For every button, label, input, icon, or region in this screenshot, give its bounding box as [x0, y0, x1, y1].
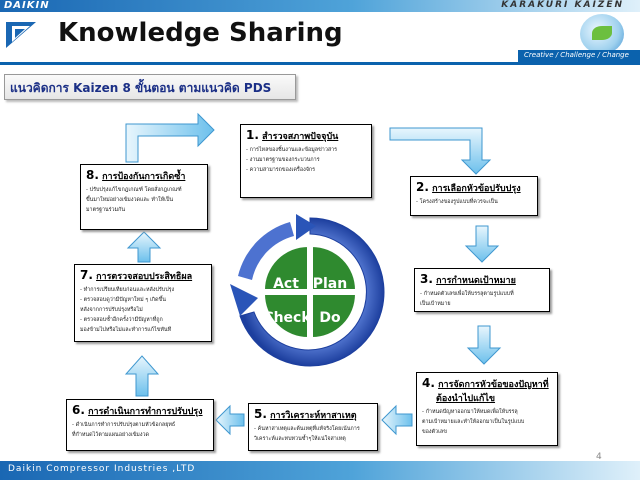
step-2-box: 2. การเลือกหัวข้อปรับปรุง - โครงสร้างของ…	[410, 176, 538, 216]
step-6-line-1: - ดำเนินการทำการปรับปรุงตามหัวข้อกลยุทธ์	[72, 422, 176, 428]
step-7-number: 7.	[80, 268, 93, 282]
step-5-number: 5.	[254, 407, 267, 421]
arrow-6-to-7	[124, 355, 160, 397]
pdca-do: Do	[319, 310, 341, 326]
pdca-plan: Plan	[313, 276, 347, 292]
step-5-title: การวิเคราะห์หาสาเหตุ	[270, 411, 357, 421]
arrow-1-to-2	[389, 127, 492, 175]
step-2-title: การเลือกหัวข้อปรับปรุง	[432, 184, 521, 194]
pdca-check: Check	[263, 310, 311, 326]
step-4-line-2: ตามเป้าหมายและทำให้ออกมาเป็นในรูปแบบ	[422, 419, 525, 425]
step-7-line-4: - ตรวจสอบซ้ำอีกครั้งว่ามีปัญหาที่ถูก	[80, 317, 163, 323]
step-3-line-2: เป็นเป้าหมาย	[420, 301, 451, 307]
karakuri-kaizen-label: KARAKURI KAIZEN	[501, 0, 624, 10]
step-7-line-5: มองข้ามไปหรือไม่และทำการแก้ไขทันที	[80, 327, 172, 333]
step-4-line-3: ของตัวเลข	[422, 429, 447, 435]
step-7-heading: 7. การตรวจสอบประสิทธิผล	[80, 268, 206, 283]
step-4-line-1: - กำหนดปัญหาออกมาให้หมดเพื่อให้บรรลุ	[422, 409, 518, 415]
step-1-number: 1.	[246, 128, 259, 142]
step-8-line-2: ขึ้นมาใหม่อย่างเข้มงวดและ ทำให้เป็น	[86, 197, 174, 203]
brand-name: DAIKIN	[4, 0, 50, 11]
step-7-line-3: หลังจากการปรับปรุงหรือไม่	[80, 307, 143, 313]
step-2-number: 2.	[416, 180, 429, 194]
step-7-line-1: - ทำการเปรียบเทียบก่อนและหลังปรับปรุง	[80, 287, 175, 293]
top-banner	[0, 0, 640, 12]
step-5-line-2: วิเคราะห์และทบทวนซ้ำๆให้แน่ใจสาเหตุ	[254, 436, 346, 442]
arrow-2-to-3	[464, 225, 500, 263]
step-5-line-1: - ค้นหาสาเหตุและต้นเหตุที่แท้จริงโดยเน้น…	[254, 426, 360, 432]
step-4-title-line-2: ต้องนำไปแก้ไข	[436, 394, 496, 404]
header-divider	[0, 62, 640, 65]
step-7-title: การตรวจสอบประสิทธิผล	[96, 272, 193, 282]
step-6-number: 6.	[72, 403, 85, 417]
subtitle: แนวคิดการ Kaizen 8 ขั้นตอน ตามแนวคิด PDS	[10, 81, 272, 95]
step-4-number: 4.	[422, 376, 435, 390]
step-5-box: 5. การวิเคราะห์หาสาเหตุ - ค้นหาสาเหตุและ…	[248, 403, 378, 451]
step-3-box: 3. การกำหนดเป้าหมาย - กำหนดตัวเลขเพื่อให…	[414, 268, 550, 312]
step-4-heading: 4. การจัดการหัวข้อของปัญหาที่	[422, 376, 552, 391]
step-8-number: 8.	[86, 168, 99, 182]
arrow-7-to-8	[126, 231, 162, 263]
footer-bar	[0, 461, 640, 480]
slogan-text: Creative / Challenge / Change	[524, 51, 629, 59]
step-7-box: 7. การตรวจสอบประสิทธิผล - ทำการเปรียบเที…	[74, 264, 212, 342]
step-6-title: การดำเนินการทำการปรับปรุง	[88, 407, 203, 417]
step-8-heading: 8. การป้องกันการเกิดซ้ำ	[86, 168, 202, 183]
step-1-line-1: - การไหลของชิ้นงานและข้อมูลข่าวสาร	[246, 147, 338, 153]
leaf-icon	[592, 26, 612, 40]
page-number: 4	[596, 452, 602, 462]
step-1-title: สำรวจสภาพปัจจุบัน	[262, 132, 339, 142]
step-5-heading: 5. การวิเคราะห์หาสาเหตุ	[254, 407, 372, 422]
step-1-line-2: - งานมาตรฐานของกระบวนการ	[246, 157, 320, 163]
step-2-heading: 2. การเลือกหัวข้อปรับปรุง	[416, 180, 532, 195]
step-6-line-2: ที่กำหนดไว้ตามแผนอย่างเข้มงวด	[72, 432, 150, 438]
step-4-box: 4. การจัดการหัวข้อของปัญหาที่ ต้องนำไปแก…	[416, 372, 558, 446]
pdca-ring	[230, 214, 385, 367]
footer-company: Daikin Compressor Industries ,LTD	[8, 464, 196, 474]
slogan-bar	[518, 50, 640, 62]
arrow-3-to-4	[466, 325, 502, 365]
step-3-heading: 3. การกำหนดเป้าหมาย	[420, 272, 544, 287]
step-3-line-1: - กำหนดตัวเลขเพื่อให้บรรลุตามรูปแบบที่	[420, 291, 514, 297]
step-1-heading: 1. สำรวจสภาพปัจจุบัน	[246, 128, 366, 143]
step-3-title: การกำหนดเป้าหมาย	[436, 276, 516, 286]
step-1-box: 1. สำรวจสภาพปัจจุบัน - การไหลของชิ้นงานแ…	[240, 124, 372, 198]
daikin-logo-icon	[6, 22, 36, 48]
step-6-box: 6. การดำเนินการทำการปรับปรุง - ดำเนินการ…	[66, 399, 214, 451]
subtitle-box	[4, 74, 296, 100]
step-8-box: 8. การป้องกันการเกิดซ้ำ - ปรับปรุงแก้ไขก…	[80, 164, 208, 230]
step-8-line-3: มาตรฐานร่วมกัน	[86, 207, 126, 213]
step-8-line-1: - ปรับปรุงแก้ไขกฎเกณฑ์ โดยสั่งกฎเกณฑ์	[86, 187, 182, 193]
step-2-line-1: - โครงสร้างของรูปแบบที่ควรจะเป็น	[416, 199, 498, 205]
step-3-number: 3.	[420, 272, 433, 286]
arrow-5-to-6	[215, 404, 245, 436]
step-7-line-2: - ตรวจสอบดูว่ามีปัญหาใหม่ ๆ เกิดขึ้น	[80, 297, 166, 303]
arrow-8-to-1	[125, 112, 215, 163]
step-6-heading: 6. การดำเนินการทำการปรับปรุง	[72, 403, 208, 418]
step-1-line-3: - ความสามารถของเครื่องจักร	[246, 167, 316, 173]
arrow-4-to-5	[381, 404, 413, 436]
step-4-title: การจัดการหัวข้อของปัญหาที่	[438, 380, 549, 390]
pdca-quadrants	[262, 244, 358, 340]
pdca-act: Act	[273, 276, 299, 292]
page-title: Knowledge Sharing	[58, 18, 343, 48]
step-8-title: การป้องกันการเกิดซ้ำ	[102, 172, 186, 182]
